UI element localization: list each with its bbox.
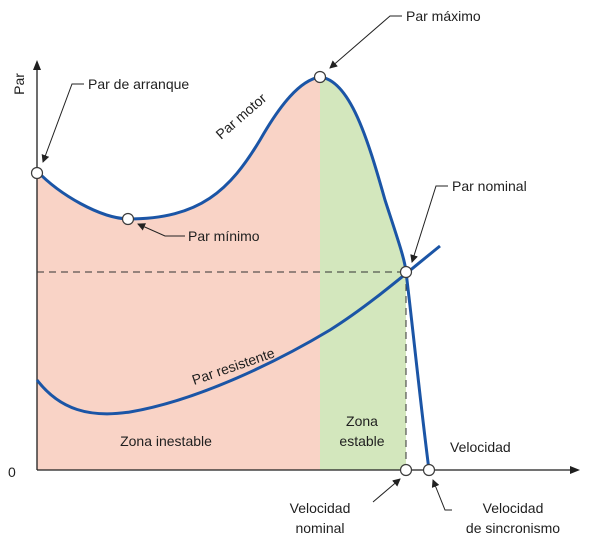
synchronous-speed-point bbox=[422, 463, 436, 477]
nominal-speed-label-line2: nominal bbox=[295, 520, 344, 536]
stable-zone-label-line1: Zona bbox=[346, 413, 378, 429]
starting-torque-leader bbox=[41, 83, 84, 163]
y-axis-label: Par bbox=[11, 73, 27, 95]
load-torque-curve bbox=[35, 244, 441, 416]
starting-torque-label: Par de arranque bbox=[88, 76, 189, 92]
unstable-zone-label: Zona inestable bbox=[120, 433, 212, 449]
nominal-speed-label-line1: Velocidad bbox=[290, 500, 351, 516]
minimum-torque-leader bbox=[137, 223, 185, 237]
stable-zone-label-line2: estable bbox=[339, 433, 384, 449]
x-axis-arrow-icon bbox=[570, 466, 580, 474]
y-axis-arrow-icon bbox=[33, 60, 41, 70]
maximum-torque-leader bbox=[329, 15, 402, 69]
synchronous-speed-label-line1: Velocidad bbox=[483, 500, 544, 516]
synchronous-speed-leader bbox=[431, 479, 452, 511]
stable-zone-area bbox=[320, 77, 406, 470]
nominal-speed-point bbox=[399, 463, 413, 477]
origin-label: 0 bbox=[8, 464, 16, 480]
minimum-torque-label: Par mínimo bbox=[188, 228, 260, 244]
starting-torque-point bbox=[30, 166, 44, 180]
maximum-torque-label: Par máximo bbox=[406, 8, 481, 24]
nominal-torque-point bbox=[399, 265, 413, 279]
x-axis-label: Velocidad bbox=[450, 439, 511, 455]
synchronous-speed-label-line2: de sincronismo bbox=[466, 520, 560, 536]
nominal-speed-leader bbox=[372, 478, 401, 503]
nominal-torque-leader bbox=[410, 185, 448, 263]
nominal-torque-label: Par nominal bbox=[452, 178, 527, 194]
maximum-torque-point bbox=[313, 70, 327, 84]
minimum-torque-point bbox=[121, 212, 135, 226]
motor-curve-label: Par motor bbox=[212, 90, 269, 143]
